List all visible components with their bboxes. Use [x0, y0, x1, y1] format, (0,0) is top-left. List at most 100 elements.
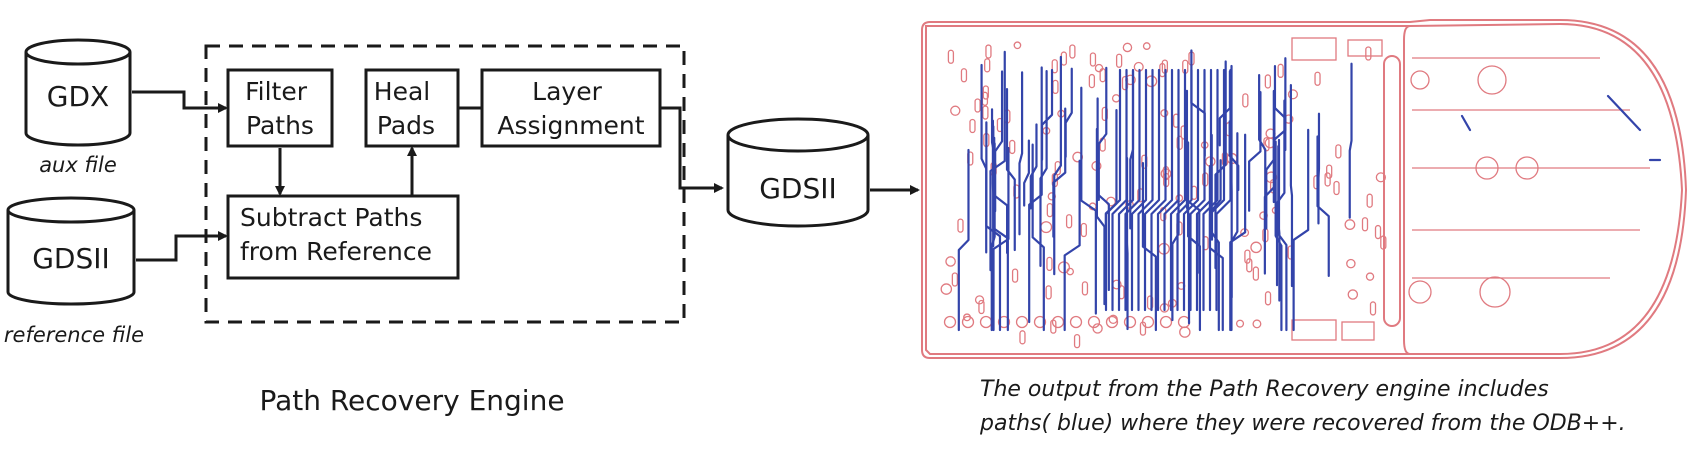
pcb-pad: [1088, 73, 1096, 89]
bus-trace: [1163, 68, 1180, 312]
pcb-pad: [1264, 291, 1272, 306]
output-caption-line-1: The output from the Path Recovery engine…: [980, 377, 1549, 402]
pcb-pad: [1060, 51, 1068, 66]
bus-trace: [1111, 68, 1128, 312]
recovered-trace: [1275, 99, 1286, 287]
layer-assignment-line-1: Layer: [532, 77, 602, 106]
pcb-pad: [985, 44, 992, 59]
pcb-via: [1094, 63, 1104, 73]
pcb-mount-hole: [1479, 276, 1511, 308]
recovered-trace: [1187, 141, 1202, 332]
heal-pads-box: Heal Pads: [364, 68, 460, 148]
bus-trace: [1202, 68, 1219, 312]
diagram-connectors: [132, 90, 920, 262]
recovered-trace: [1248, 91, 1262, 212]
pcb-pad: [1366, 193, 1373, 208]
recovered-trace: [980, 63, 988, 254]
pcb-pad: [951, 272, 959, 287]
pcb-pad: [1099, 68, 1106, 83]
arrow-layer-to-output: [660, 106, 724, 193]
short-trace: [1460, 114, 1472, 132]
recovered-trace: [989, 50, 1006, 272]
bus-trace: [1130, 68, 1148, 312]
pcb-component-pads: [940, 37, 1650, 349]
pcb-pad: [1019, 330, 1026, 345]
pcb-mount-hole: [1477, 65, 1507, 95]
engine-boundary: [204, 44, 686, 324]
gdx-database: GDX: [24, 38, 132, 147]
heal-pads-line-1: Heal: [374, 77, 430, 106]
reference-database-label: GDSII: [32, 242, 110, 275]
recovered-trace: [1316, 135, 1330, 277]
arrow-gdx-to-filter: [132, 90, 228, 113]
pcb-pad: [1263, 137, 1270, 152]
output-caption-line-2: paths( blue) where they were recovered f…: [979, 411, 1626, 436]
bus-trace: [1124, 68, 1141, 312]
bus-trace: [1182, 68, 1200, 312]
pcb-edge-pad: [1033, 315, 1047, 329]
pcb-via: [1040, 221, 1053, 234]
pcb-pad-box: [1291, 37, 1337, 61]
bus-trace: [1156, 68, 1174, 312]
pcb-edge-pad: [1105, 315, 1119, 329]
output-database-label: GDSII: [759, 172, 837, 205]
pcb-pad: [1089, 52, 1097, 67]
heal-pads-line-2: Pads: [377, 111, 435, 140]
pcb-via: [1375, 172, 1386, 183]
pcb-pad-box: [1341, 321, 1375, 341]
recovered-trace: [994, 70, 1004, 213]
bus-trace: [1208, 68, 1226, 312]
bus-trace: [1143, 68, 1161, 312]
pcb-edge-pad: [997, 315, 1011, 329]
subtract-paths-box: Subtract Paths from Reference: [226, 194, 460, 280]
pcb-edge-pad: [1069, 315, 1083, 329]
recovered-trace: [1053, 55, 1062, 276]
pcb-edge-pad: [943, 315, 957, 329]
pcb-pad: [1242, 93, 1249, 108]
recovered-trace: [990, 142, 996, 332]
pcb-pad: [960, 68, 968, 83]
pcb-via: [950, 105, 961, 116]
bus-trace: [1189, 68, 1206, 312]
recovered-trace: [1097, 66, 1108, 202]
recovered-trace: [992, 146, 1010, 332]
pcb-layout-image: [921, 19, 1688, 359]
bus-trace: [1215, 68, 1232, 312]
bus-trace: [1176, 68, 1193, 312]
bus-trace: [1104, 68, 1122, 312]
bus-trace: [1137, 68, 1154, 312]
recovered-trace: [1185, 89, 1191, 325]
pcb-via: [1160, 109, 1169, 118]
layer-assignment-line-2: Assignment: [497, 111, 644, 140]
pcb-via: [1344, 219, 1356, 230]
pcb-pad: [1065, 214, 1073, 229]
pcb-pad: [1314, 71, 1321, 86]
pcb-via: [1122, 42, 1133, 53]
layer-assignment-box: Layer Assignment: [480, 68, 662, 148]
pcb-edge-pad: [1087, 315, 1101, 329]
pcb-pad: [984, 58, 991, 73]
pcb-pad: [1051, 59, 1058, 74]
short-trace: [1606, 94, 1642, 132]
pcb-via: [1346, 258, 1356, 269]
pcb-pad: [1046, 202, 1053, 218]
recovered-trace: [1263, 99, 1276, 275]
pcb-via: [1179, 326, 1191, 338]
output-database: GDSII: [726, 117, 870, 228]
recovered-trace: [1277, 145, 1281, 302]
pcb-pad: [1333, 180, 1340, 196]
svg-text:Heal Pads: Heal Pads: [374, 77, 438, 140]
recovered-trace: [1063, 159, 1081, 332]
subtract-paths-line-2: from Reference: [240, 237, 432, 266]
pcb-edge-pad: [1123, 315, 1137, 329]
pcb-pad: [982, 105, 989, 120]
recovered-trace: [1023, 139, 1030, 207]
pcb-pad: [1324, 172, 1331, 187]
pcb-pad: [978, 299, 985, 315]
reference-database: GDSII: [6, 196, 136, 306]
pcb-via: [1287, 89, 1299, 100]
svg-text:Layer Assignment: Layer Assignment: [497, 77, 644, 140]
pcb-pad: [1264, 74, 1272, 89]
pcb-pad: [1052, 79, 1059, 95]
pcb-edge-pad: [1177, 315, 1191, 329]
